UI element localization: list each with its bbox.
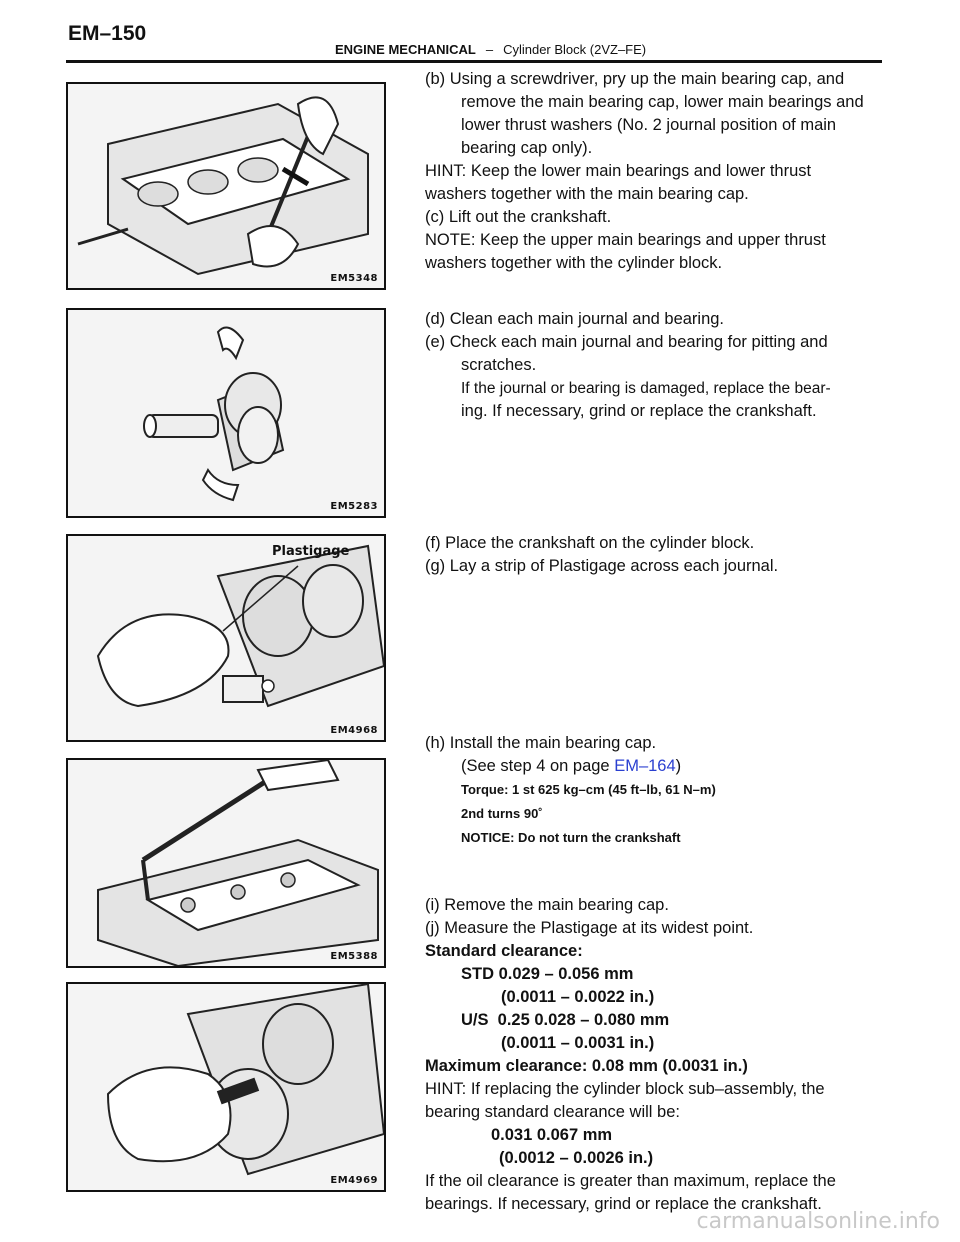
hint-keep-lower: HINT: Keep the lower main bearings and l… (425, 162, 812, 203)
sub-clearance-in: (0.0012 – 0.0026 in.) (499, 1149, 654, 1167)
step-e: (e) Check each main journal and bearing … (425, 333, 828, 374)
page-link-em164[interactable]: EM–164 (614, 757, 676, 775)
hint-sub-assembly: HINT: If replacing the cylinder block su… (425, 1080, 825, 1121)
std-clearance-in: (0.0011 – 0.0022 in.) (501, 988, 655, 1006)
figure-pry-bearing-cap: EM5348 (66, 82, 386, 290)
figure-code: EM5388 (330, 951, 378, 962)
illustration-pry-bearing-cap (68, 84, 384, 288)
std-clearance-mm: STD 0.029 – 0.056 mm (461, 965, 634, 983)
see-reference: (See step 4 on page EM–164) (425, 755, 865, 778)
step-d-e-block: (d) Clean each main journal and bearing.… (425, 308, 865, 423)
figure-code: EM5283 (330, 501, 378, 512)
standard-clearance-heading: Standard clearance: (425, 942, 583, 960)
note-keep-upper: NOTE: Keep the upper main bearings and u… (425, 231, 826, 272)
step-i-j-block: (i) Remove the main bearing cap. (j) Mea… (425, 894, 865, 1216)
step-j: (j) Measure the Plastigage at its widest… (425, 919, 754, 937)
second-turn-spec: 2nd turns 90˚ (461, 806, 543, 821)
step-b-c-block: (b) Using a screwdriver, pry up the main… (425, 68, 865, 275)
figure-code: EM4969 (330, 1175, 378, 1186)
figure-measure-plastigage: EM4969 (66, 982, 386, 1192)
see-prefix: (See step 4 on page (461, 757, 615, 775)
subsection-name: Cylinder Block (2VZ–FE) (503, 42, 647, 57)
step-f-g-block: (f) Place the crankshaft on the cylinder… (425, 532, 865, 578)
step-g: (g) Lay a strip of Plastigage across eac… (425, 557, 779, 575)
step-h-block: (h) Install the main bearing cap. (See s… (425, 732, 865, 850)
illustration-measure-plastigage (68, 984, 384, 1190)
header-rule (66, 60, 882, 63)
torque-spec: Torque: 1 st 625 kg–cm (45 ft–lb, 61 N–m… (461, 782, 716, 797)
section-name: ENGINE MECHANICAL (335, 42, 476, 57)
see-suffix: ) (675, 757, 682, 775)
illustration-crankshaft (68, 310, 384, 516)
illustration-torque-wrench (68, 760, 384, 966)
figure-plastigage-placement: Plastigage EM4968 (66, 534, 386, 742)
notice-no-turn: NOTICE: Do not turn the crankshaft (461, 830, 681, 845)
plastigage-callout: Plastigage (272, 544, 350, 559)
header-title: ENGINE MECHANICAL–Cylinder Block (2VZ–FE… (335, 42, 646, 57)
us-clearance-mm: U/S 0.25 0.028 – 0.080 mm (461, 1011, 670, 1029)
watermark: carmanualsonline.info (696, 1209, 940, 1234)
figure-torque-bearing-cap: EM5388 (66, 758, 386, 968)
step-c: (c) Lift out the crankshaft. (425, 208, 612, 226)
final-instruction: If the oil clearance is greater than max… (425, 1172, 836, 1213)
step-e-detail-2: ing. If necessary, grind or replace the … (461, 402, 817, 420)
maximum-clearance: Maximum clearance: 0.08 mm (0.0031 in.) (425, 1057, 748, 1075)
sub-clearance-mm: 0.031 0.067 mm (491, 1126, 613, 1144)
figure-crankshaft-bearings: EM5283 (66, 308, 386, 518)
step-f: (f) Place the crankshaft on the cylinder… (425, 534, 755, 552)
step-d: (d) Clean each main journal and bearing. (425, 310, 725, 328)
step-h: (h) Install the main bearing cap. (425, 734, 657, 752)
illustration-plastigage (68, 536, 384, 740)
us-clearance-in: (0.0011 – 0.0031 in.) (501, 1034, 655, 1052)
header-separator: – (485, 42, 494, 57)
figure-code: EM5348 (330, 273, 378, 284)
step-b: (b) Using a screwdriver, pry up the main… (425, 70, 864, 157)
step-e-detail-1: If the journal or bearing is damaged, re… (461, 380, 831, 397)
page-number: EM–150 (68, 22, 147, 45)
step-i: (i) Remove the main bearing cap. (425, 896, 669, 914)
figure-code: EM4968 (330, 725, 378, 736)
